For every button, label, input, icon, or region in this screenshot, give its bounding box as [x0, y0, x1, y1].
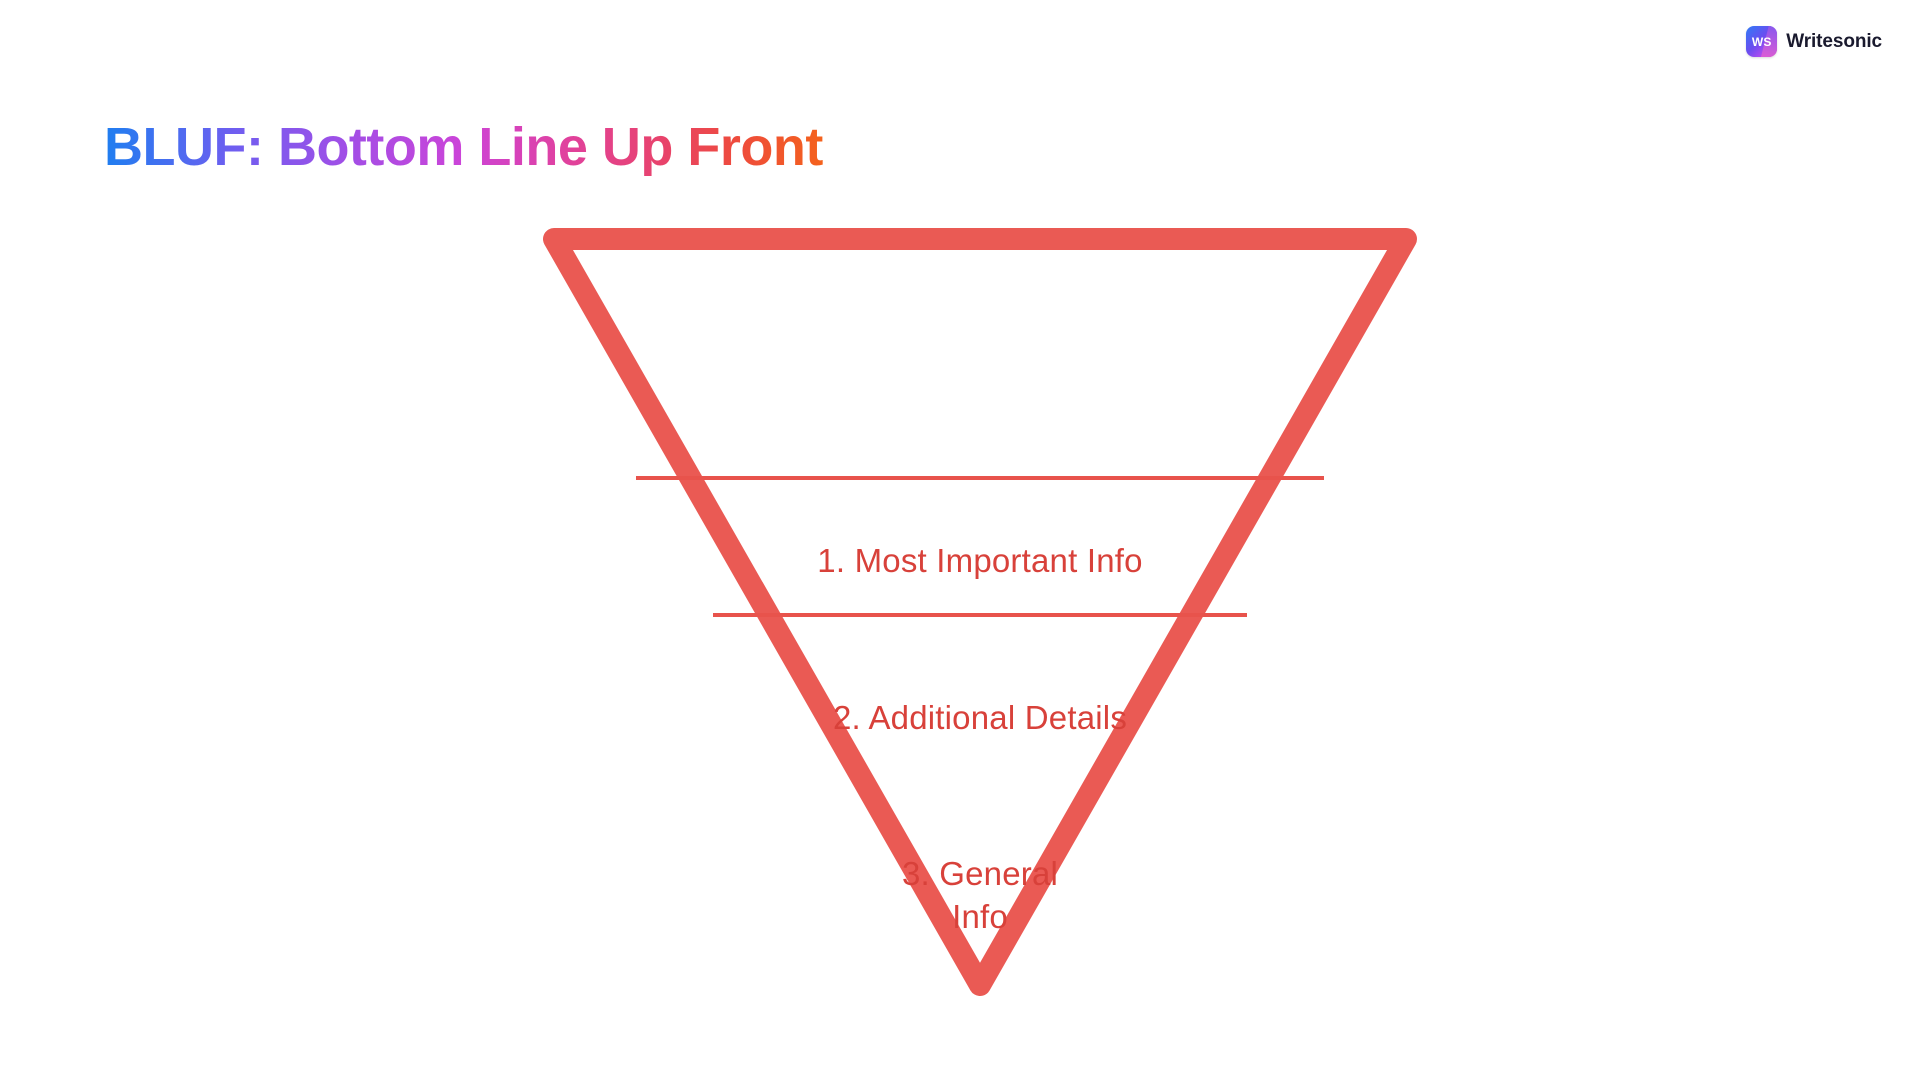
writesonic-logo-monogram: WS — [1751, 34, 1772, 49]
page-title: BLUF: Bottom Line Up Front — [104, 117, 823, 177]
pyramid-level-3-label: 3. General Info — [901, 855, 1059, 935]
writesonic-brand: WS Writesonic — [1746, 26, 1882, 57]
writesonic-wordmark: Writesonic — [1786, 30, 1882, 52]
writesonic-logo-icon: WS — [1746, 26, 1778, 57]
pyramid-outer-triangle — [543, 228, 1417, 996]
pyramid-level-1-label: 1. Most Important Info — [817, 542, 1143, 579]
inverted-pyramid-diagram: 1. Most Important Info 2. Additional Det… — [540, 225, 1420, 1000]
pyramid-level-2-label: 2. Additional Details — [832, 699, 1128, 736]
pyramid-outline-shape — [543, 228, 1417, 996]
